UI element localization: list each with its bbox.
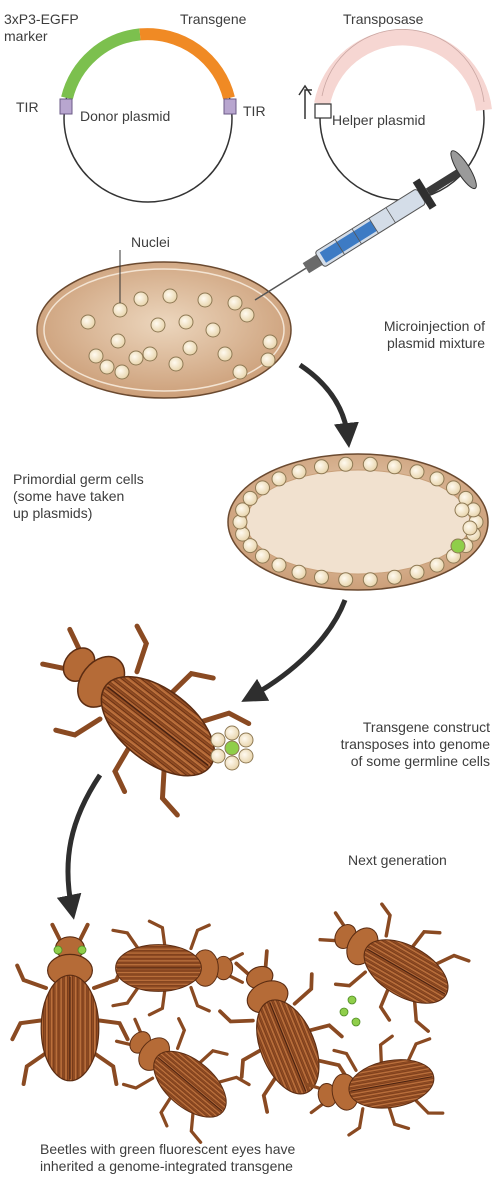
transposition-label: Transgene construct transposes into geno… bbox=[280, 719, 490, 770]
helper-plasmid-label: Helper plasmid bbox=[332, 112, 425, 129]
early-embryo bbox=[37, 250, 291, 398]
arrow-1 bbox=[300, 365, 348, 438]
offspring-beetles bbox=[12, 883, 473, 1150]
tir-left-label: TIR bbox=[16, 99, 39, 116]
tir-right-label: TIR bbox=[243, 103, 266, 120]
transgene-label: Transgene bbox=[180, 11, 246, 28]
germ-cell bbox=[243, 491, 257, 505]
germ-cell bbox=[410, 565, 424, 579]
arrow-2 bbox=[250, 600, 345, 697]
germ-cell bbox=[339, 573, 353, 587]
germ-cell bbox=[315, 460, 329, 474]
transposase-label: Transposase bbox=[343, 11, 423, 28]
egfp-marker-label: 3xP3-EGFP marker bbox=[4, 11, 79, 45]
germ-cell bbox=[430, 472, 444, 486]
next-generation-label: Next generation bbox=[348, 852, 447, 869]
germ-cell bbox=[410, 465, 424, 479]
microinjection-label: Microinjection of plasmid mixture bbox=[330, 318, 485, 352]
germ-cells-label: Primordial germ cells (some have taken u… bbox=[13, 471, 144, 522]
germ-cell bbox=[272, 472, 286, 486]
germ-cell bbox=[447, 481, 461, 495]
germ-cell bbox=[236, 527, 250, 541]
germ-cell bbox=[292, 565, 306, 579]
tir-right-box bbox=[224, 99, 236, 114]
germ-cell bbox=[388, 570, 402, 584]
germ-cell bbox=[363, 573, 377, 587]
result-caption: Beetles with green fluorescent eyes have… bbox=[40, 1141, 295, 1175]
arrow-3 bbox=[68, 775, 100, 910]
promoter-box bbox=[315, 104, 331, 118]
transformed-germ-cell bbox=[451, 539, 465, 553]
germ-cell bbox=[339, 457, 353, 471]
nuclei-label: Nuclei bbox=[131, 234, 170, 251]
germ-cell bbox=[256, 549, 270, 563]
tir-left-box bbox=[60, 99, 72, 114]
germ-cell bbox=[272, 558, 286, 572]
germ-cell bbox=[430, 558, 444, 572]
blastoderm-embryo bbox=[228, 454, 488, 590]
germ-cell bbox=[315, 570, 329, 584]
germ-cell bbox=[463, 521, 477, 535]
germ-cell bbox=[388, 460, 402, 474]
germ-cell bbox=[292, 465, 306, 479]
germline-cell-cluster bbox=[211, 726, 253, 770]
germ-cell bbox=[455, 503, 469, 517]
germ-cell bbox=[233, 515, 247, 529]
donor-plasmid-label: Donor plasmid bbox=[80, 108, 170, 125]
founder-beetle bbox=[12, 590, 257, 826]
germ-cell bbox=[363, 457, 377, 471]
germ-cell bbox=[256, 481, 270, 495]
